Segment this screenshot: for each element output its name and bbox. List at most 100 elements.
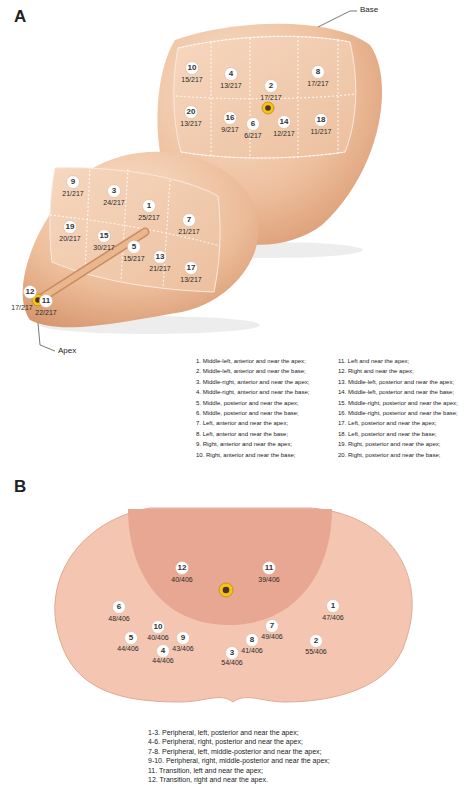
biopsy-fraction: 15/217 — [114, 255, 154, 263]
region-marker: 749/406 — [265, 619, 279, 633]
biopsy-fraction: 40/406 — [162, 576, 202, 584]
marker-circle — [40, 295, 53, 308]
biopsy-fraction: 47/406 — [313, 614, 353, 622]
marker-circle — [177, 632, 190, 645]
callout-label: Base — [360, 6, 378, 14]
key-entry: 18. Left, posterior and near the base; — [338, 431, 436, 437]
region-marker: 1713/217 — [184, 261, 198, 275]
biopsy-fraction: 44/406 — [108, 645, 148, 653]
marker-circle — [183, 214, 196, 227]
biopsy-fraction: 17/217 — [298, 80, 338, 88]
marker-circle — [225, 68, 238, 81]
marker-circle — [98, 230, 111, 243]
region-marker: 147/406 — [326, 599, 340, 613]
prostate-body — [23, 152, 259, 328]
callout-number: 19 — [63, 220, 77, 234]
key-entry: 15. Middle-right, posterior and near the… — [338, 400, 458, 406]
region-marker: 841/406 — [245, 633, 259, 647]
callout-number: 5 — [124, 631, 138, 645]
biopsy-fraction: 9/217 — [210, 126, 250, 134]
region-marker: 1015/217 — [185, 61, 199, 75]
key-entry: 5. Middle, posterior and near the apex; — [196, 400, 299, 406]
region-marker: 125/217 — [142, 199, 156, 213]
key-entry: 3. Middle-right, anterior and near the a… — [196, 379, 309, 385]
callout-number: 12 — [23, 285, 37, 299]
region-marker: 66/217 — [246, 117, 260, 131]
biopsy-fraction: 24/217 — [94, 199, 134, 207]
region-marker: 1920/217 — [63, 220, 77, 234]
cross-section — [55, 508, 412, 702]
marker-circle — [265, 80, 278, 93]
urethra-ring — [219, 583, 233, 597]
region-marker: 1139/406 — [262, 561, 276, 575]
region-marker: 515/217 — [127, 240, 141, 254]
marker-circle — [67, 176, 80, 189]
key-entry: 19. Right, posterior and near the apex; — [338, 441, 440, 447]
biopsy-fraction: 11/217 — [301, 128, 341, 136]
callout-number: 5 — [127, 240, 141, 254]
region-marker: 2013/217 — [184, 105, 198, 119]
region-marker: 721/217 — [182, 213, 196, 227]
marker-circle — [278, 116, 291, 129]
biopsy-fraction: 54/406 — [212, 659, 252, 667]
key-entry: 7-8. Peripheral, left, middle-posterior … — [148, 748, 322, 755]
region-marker: 1040/406 — [151, 620, 165, 634]
urethra-lumen — [223, 587, 230, 594]
marker-circle — [247, 118, 260, 131]
key-entry: 12. Right and near the apex; — [338, 368, 414, 374]
key-entry: 9. Right, anterior and near the apex; — [196, 441, 292, 447]
key-entry: 8. Left, anterior and near the base; — [196, 431, 288, 437]
biopsy-fraction: 13/217 — [171, 276, 211, 284]
callout-number: 14 — [277, 115, 291, 129]
panel-letter: A — [14, 8, 26, 25]
biopsy-fraction: 21/217 — [53, 190, 93, 198]
marker-circle — [315, 114, 328, 127]
marker-circle — [64, 221, 77, 234]
marker-circle — [266, 620, 279, 633]
marker-circle — [185, 106, 198, 119]
biopsy-fraction: 20/217 — [50, 235, 90, 243]
biopsy-fraction: 17/217 — [251, 94, 291, 102]
callout-number: 15 — [97, 229, 111, 243]
marker-circle — [154, 251, 167, 264]
biopsy-fraction: 12/217 — [264, 130, 304, 138]
callout-number: 12 — [175, 561, 189, 575]
region-marker: 544/406 — [124, 631, 138, 645]
key-entry: 12. Transition, right and near the apex. — [148, 776, 268, 783]
biopsy-fraction: 6/217 — [233, 132, 273, 140]
marker-circle — [125, 632, 138, 645]
region-marker: 413/217 — [224, 67, 238, 81]
region-marker: 1217/217 — [23, 285, 37, 299]
callout-number: 9 — [176, 631, 190, 645]
region-marker: 648/406 — [112, 600, 126, 614]
callout-number: 3 — [225, 646, 239, 660]
callout-number: 3 — [107, 184, 121, 198]
region-marker: 255/406 — [309, 634, 323, 648]
callout-number: 4 — [224, 67, 238, 81]
region-marker: 324/217 — [107, 184, 121, 198]
key-entry: 13. Middle-left, posterior and near the … — [338, 379, 454, 385]
callout-number: 1 — [142, 199, 156, 213]
region-marker: 354/406 — [225, 646, 239, 660]
callout-number: 2 — [309, 634, 323, 648]
callout-number: 6 — [246, 117, 260, 131]
biopsy-fraction: 30/217 — [84, 244, 124, 252]
key-entry: 6. Middle, posterior and near the base; — [196, 410, 299, 416]
urethra-tube — [40, 232, 145, 299]
key-entry: 9-10. Peripheral, right, middle-posterio… — [148, 757, 330, 764]
key-entry: 20. Right, posterior and near the base; — [338, 452, 440, 458]
region-marker: 169/217 — [223, 111, 237, 125]
marker-circle — [128, 241, 141, 254]
callout-label: Apex — [58, 347, 76, 355]
biopsy-fraction: 40/406 — [138, 634, 178, 642]
marker-circle — [143, 200, 156, 213]
biopsy-fraction: 15/217 — [172, 76, 212, 84]
grid-lines — [50, 166, 220, 288]
callout-number: 8 — [311, 65, 325, 79]
callout-number: 9 — [66, 175, 80, 189]
leader-line — [318, 11, 357, 27]
key-entry: 1. Middle-left, anterior and near the ap… — [196, 358, 306, 364]
urethra-ring — [262, 102, 274, 114]
callout-number: 7 — [182, 213, 196, 227]
region-marker: 1122/217 — [39, 294, 53, 308]
